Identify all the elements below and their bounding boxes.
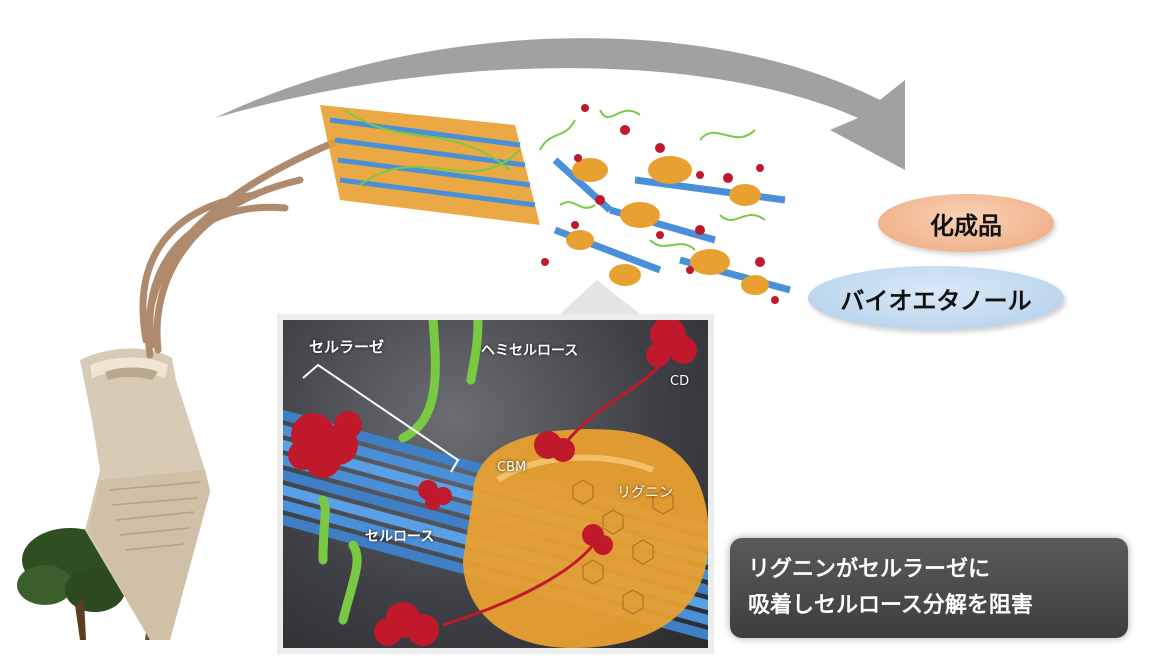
cellulase-pointer: [302, 363, 460, 473]
cellulase-enzymes: [288, 320, 697, 646]
process-arrow: [215, 38, 905, 171]
hemicellulose-label: ヘミセルロース: [481, 343, 579, 359]
inset-illustration: [283, 320, 708, 648]
bioethanol-label: バイオエタノール: [840, 286, 1032, 315]
hemicellulose-chains: [318, 320, 483, 625]
enzyme-linkers: [442, 354, 670, 627]
cd-label: CD: [670, 374, 690, 389]
lignin-label: リグニン: [617, 485, 673, 501]
wood-structure: [80, 348, 210, 640]
cbm-label: CBM: [497, 460, 527, 475]
callout-line-2: 吸着しセルロース分解を阻害: [748, 593, 1033, 618]
dispersed-fragments: [539, 104, 791, 304]
inset-connector: [560, 280, 640, 314]
chemicals-label: 化成品: [930, 211, 1002, 240]
enzyme-inset: セルラーゼ ヘミセルロース CD CBM リグニン セルロース: [277, 314, 714, 654]
callout-line-1: リグニンがセルラーゼに: [748, 557, 991, 582]
bioethanol-product: バイオエタノール: [808, 266, 1064, 330]
chemicals-product: 化成品: [878, 194, 1054, 252]
microfibril-bundle: [320, 105, 540, 225]
explanation-callout: リグニンがセルラーゼに 吸着しセルロース分解を阻害: [730, 538, 1128, 638]
cellulase-label: セルラーゼ: [309, 338, 385, 356]
fibril-strands: [139, 136, 344, 359]
cellulose-label: セルロース: [365, 529, 435, 545]
